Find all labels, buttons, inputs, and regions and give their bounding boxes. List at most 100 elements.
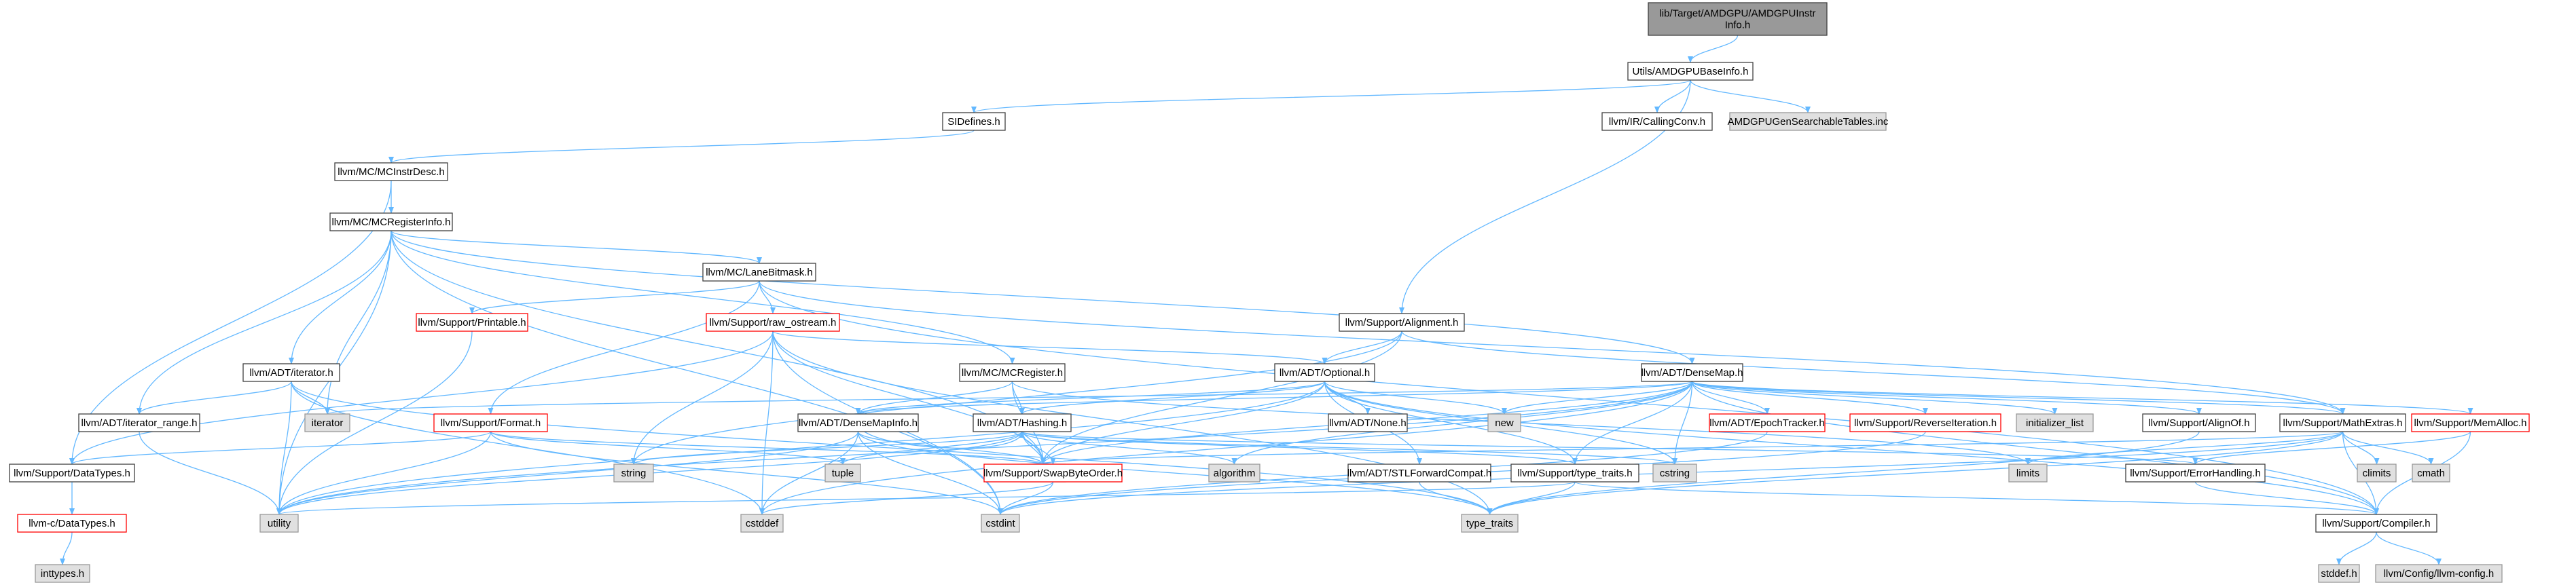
edge-hash-to-ttraits [1021,431,1578,465]
node-box [17,514,127,533]
node-label: utility [268,518,291,529]
node-utils-amdgpubaseinfo-h[interactable]: Utils/AMDGPUBaseInfo.h [1627,62,1754,81]
node-box [2375,564,2503,583]
node-llvm-support-reverseiteration-h[interactable]: llvm/Support/ReverseIteration.h [1849,413,2001,432]
node-llvm-adt-none-h[interactable]: llvm/ADT/None.h [1328,413,1408,432]
edge-lbm-to-fmt [488,280,760,415]
node-box [2008,464,2048,483]
edge-hash-to-xtuple [840,431,1023,465]
edge-dmi-to-xutil [276,431,859,515]
edge-alof-to-xtt [1487,431,2200,515]
node-box [304,413,350,432]
node-llvm-mc-mcregisterinfo-h[interactable]: llvm/MC/MCRegisterInfo.h [329,212,453,231]
node-label: stddef.h [2321,568,2357,580]
node-initializer-list: initializer_list [2016,413,2094,432]
node-label: initializer_list [2026,417,2084,429]
node-llvm-config-llvm-config-h: llvm/Config/llvm-config.h [2375,564,2503,583]
node-llvm-support-datatypes-h[interactable]: llvm/Support/DataTypes.h [9,464,135,483]
node-label: Utils/AMDGPUBaseInfo.h [1633,66,1749,77]
node-llvm-adt-stlforwardcompat-h[interactable]: llvm/ADT/STLForwardCompat.h [1347,464,1492,483]
node-box [334,162,448,181]
node-box [2318,564,2360,583]
edge-mcri-to-lbm [391,230,762,264]
edge-ros-to-xcstddef [759,331,774,515]
edge-dmap-to-xcstddef [759,381,1693,515]
node-label: llvm/Support/Format.h [441,417,541,429]
node-llvm-adt-densemapinfo-h[interactable]: llvm/ADT/DenseMapInfo.h [797,413,919,432]
node-llvm-support-format-h[interactable]: llvm/Support/Format.h [433,413,548,432]
node-label: string [621,468,647,479]
node-llvm-c-datatypes-h[interactable]: llvm-c/DataTypes.h [17,514,127,533]
edge-mathx-to-xclimits [2342,431,2380,465]
node-sidefines-h[interactable]: SIDefines.h [942,112,1006,131]
edge-dmap-to-mathx [1691,381,2346,415]
node-llvm-support-alignment-h[interactable]: llvm/Support/Alignment.h [1339,313,1465,332]
node-label: algorithm [1214,468,1256,479]
node-llvm-support-memalloc-h[interactable]: llvm/Support/MemAlloc.h [2411,413,2530,432]
node-llvm-mc-lanebitmask-h[interactable]: llvm/MC/LaneBitmask.h [702,263,816,282]
node-llvm-adt-optional-h[interactable]: llvm/ADT/Optional.h [1274,363,1375,382]
node-box [416,313,528,332]
node-box [797,413,919,432]
node-llvm-support-errorhandling-h[interactable]: llvm/Support/ErrorHandling.h [2125,464,2266,483]
node-label: llvm/Config/llvm-config.h [2384,568,2495,580]
node-llvm-adt-densemap-h[interactable]: llvm/ADT/DenseMap.h [1641,363,1743,382]
node-llvm-adt-iterator-range-h[interactable]: llvm/ADT/iterator_range.h [78,413,200,432]
node-label: llvm/ADT/EpochTracker.h [1709,417,1825,429]
node-llvm-adt-iterator-h[interactable]: llvm/ADT/iterator.h [242,363,340,382]
node-box [942,112,1006,131]
edge-memal-to-errh [2192,431,2471,465]
node-algorithm: algorithm [1208,464,1260,483]
edge-ros-to-opt [772,331,1328,364]
edge-mcri-to-iterr [137,230,392,415]
edge-fmt-to-xcstdint [490,431,1003,515]
node-label: llvm/Support/ReverseIteration.h [1854,417,1997,429]
node-llvm-support-mathextras-h[interactable]: llvm/Support/MathExtras.h [2279,413,2406,432]
node-llvm-support-printable-h[interactable]: llvm/Support/Printable.h [416,313,528,332]
node-climits: climits [2357,464,2397,483]
node-label: llvm-c/DataTypes.h [29,518,115,529]
node-llvm-support-compiler-h[interactable]: llvm/Support/Compiler.h [2315,514,2437,533]
node-label: cstddef [746,518,779,529]
node-llvm-adt-hashing-h[interactable]: llvm/ADT/Hashing.h [973,413,1072,432]
edge-ttraits-to-xutil [276,481,1576,515]
edge-align-to-mathx [1401,331,2346,415]
node-cstring: cstring [1652,464,1697,483]
edge-mcri-to-xiter [325,230,392,415]
node-box [1487,413,1521,432]
node-cstdint: cstdint [981,514,1020,533]
node-label: AMDGPUGenSearchableTables.inc [1728,116,1889,128]
edge-lbm-to-print [469,280,760,314]
node-cmath: cmath [2412,464,2450,483]
node-llvm-support-raw-ostream-h[interactable]: llvm/Support/raw_ostream.h [706,313,840,332]
edge-ttraits-to-compiler [1574,481,2379,515]
edge-dmap-to-epoch [1691,381,1770,415]
node-box [1510,464,1639,483]
node-label: llvm/ADT/Optional.h [1280,367,1370,379]
node-box [329,212,453,231]
edge-swap-to-xcstdint [998,481,1054,515]
node-label: llvm/Support/Alignment.h [1345,317,1459,328]
node-llvm-support-type-traits-h[interactable]: llvm/Support/type_traits.h [1510,464,1639,483]
node-box [2357,464,2397,483]
node-llvm-support-swapbyteorder-h[interactable]: llvm/Support/SwapByteOrder.h [983,464,1123,483]
node-box [2411,413,2530,432]
node-llvm-ir-callingconv-h[interactable]: llvm/IR/CallingConv.h [1601,112,1713,131]
node-llvm-adt-epochtracker-h[interactable]: llvm/ADT/EpochTracker.h [1709,413,1826,432]
node-llvm-support-alignof-h[interactable]: llvm/Support/AlignOf.h [2142,413,2256,432]
node-llvm-mc-mcregister-h[interactable]: llvm/MC/MCRegister.h [959,363,1066,382]
edge-lbm-to-mathx [759,280,2346,415]
node-label: tuple [832,468,854,479]
edge-mcreg-to-dmi [855,381,1013,415]
node-box [9,464,135,483]
node-box [740,514,784,533]
edge-lbm-to-compiler [759,280,2379,515]
edge-iterr-to-xutil [139,431,282,515]
node-llvm-mc-mcinstrdesc-h[interactable]: llvm/MC/MCInstrDesc.h [334,162,448,181]
edge-dmap-to-xinit [1691,381,2058,415]
edge-dmap-to-ttraits [1572,381,1693,465]
edge-opt-to-compiler [1324,381,2379,515]
node-box [1709,413,1826,432]
node-inttypes-h: inttypes.h [35,564,90,583]
